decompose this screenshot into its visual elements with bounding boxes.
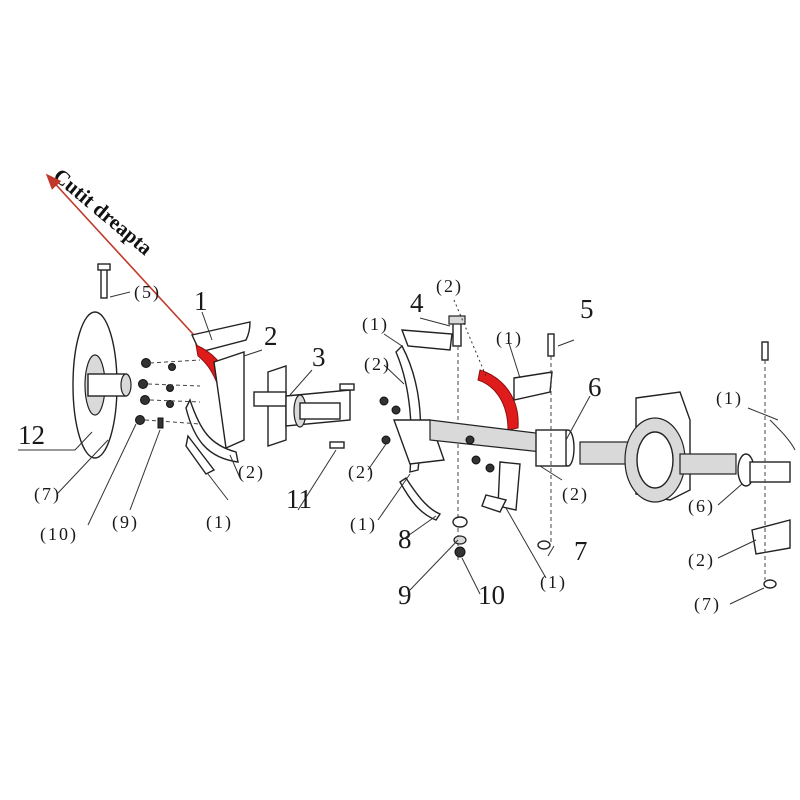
label-p5-left: (5) xyxy=(134,282,161,303)
annotation-title: Cutit dreapta xyxy=(49,163,158,260)
label-p1-left-lower: (1) xyxy=(206,512,233,533)
label-4: 4 xyxy=(410,288,424,318)
label-8: 8 xyxy=(398,524,412,554)
label-3: 3 xyxy=(312,342,326,372)
title-annotation: Cutit dreapta xyxy=(45,163,205,347)
label-p2-right: (2) xyxy=(688,550,715,571)
pointer-arrow xyxy=(45,173,205,347)
left-disc-12 xyxy=(72,311,132,459)
label-p10-left: (10) xyxy=(40,524,78,545)
label-p2-mid-top: (2) xyxy=(436,276,463,297)
label-2-left: 2 xyxy=(264,321,278,351)
left-shaft-3 xyxy=(253,365,355,449)
label-p6-right: (6) xyxy=(688,496,715,517)
left-bolt-5 xyxy=(97,263,111,299)
label-12: 12 xyxy=(18,420,45,450)
label-p1-mid-top: (1) xyxy=(362,314,389,335)
middle-washers xyxy=(452,333,555,558)
label-9: 9 xyxy=(398,580,412,610)
label-7-mid: 7 xyxy=(574,536,588,566)
middle-highlighted-blade xyxy=(477,369,519,431)
label-1-left: 1 xyxy=(194,286,208,316)
callout-labels: (5) 1 2 3 12 (7) (10) (9) (2) (1) 11 (1)… xyxy=(18,276,743,615)
right-gearbox xyxy=(579,341,796,589)
label-p7-right: (7) xyxy=(694,594,721,615)
label-5-mid: 5 xyxy=(580,294,594,324)
label-p1-mid-right: (1) xyxy=(496,328,523,349)
label-p2-left-lower: (2) xyxy=(238,462,265,483)
label-11: 11 xyxy=(286,484,312,514)
middle-shaft xyxy=(379,396,575,473)
label-p2-mid-right: (2) xyxy=(562,484,589,505)
leader-lines xyxy=(18,291,779,605)
left-nuts xyxy=(135,358,201,429)
left-blades xyxy=(185,321,251,475)
label-p1-mid-bottom: (1) xyxy=(540,572,567,593)
label-p2-mid-lower: (2) xyxy=(348,462,375,483)
label-6-mid: 6 xyxy=(588,372,602,402)
label-10: 10 xyxy=(478,580,505,610)
label-p1-mid-lower: (1) xyxy=(350,514,377,535)
label-p7-left: (7) xyxy=(34,484,61,505)
label-p9-left: (9) xyxy=(112,512,139,533)
middle-blades xyxy=(393,329,553,521)
label-p2-mid-left: (2) xyxy=(364,354,391,375)
label-p1-right: (1) xyxy=(716,388,743,409)
